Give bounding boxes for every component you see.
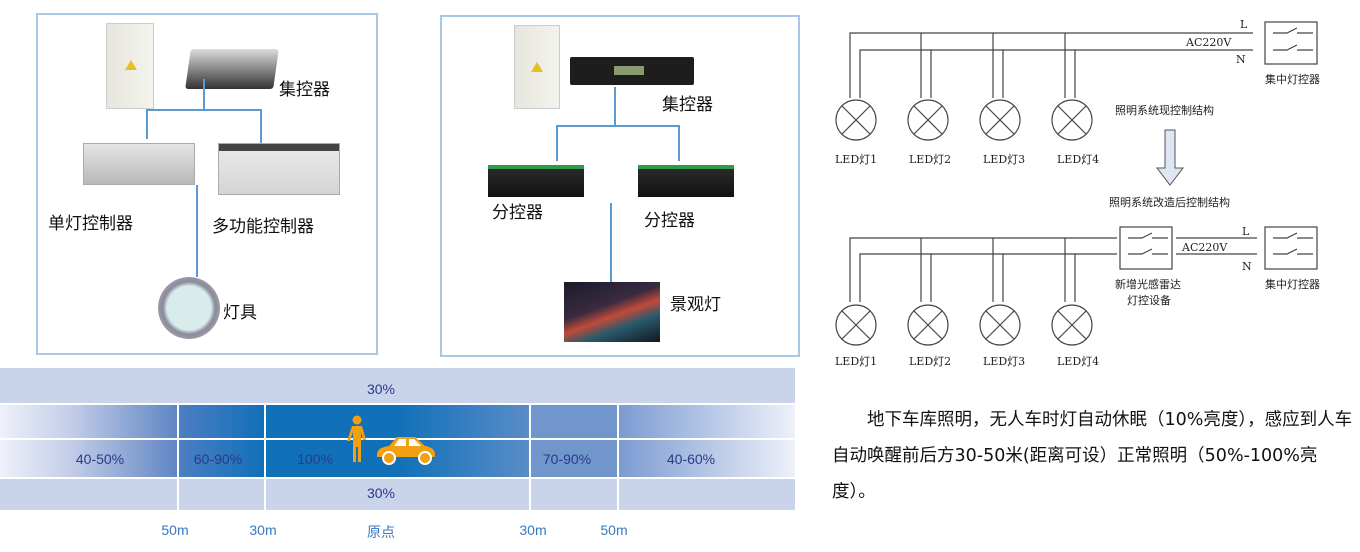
landscape-topology-panel: 集控器 分控器 分控器 景观灯 <box>440 15 800 357</box>
voltage-label: AC220V <box>1181 241 1228 254</box>
central-controller-label: 集控器 <box>279 80 330 99</box>
central-controller-image <box>570 57 694 85</box>
zone-label: 60-90% <box>193 451 243 467</box>
current-structure-title: 照明系统现控制结构 <box>1115 103 1214 117</box>
single-lamp-controller-label: 单灯控制器 <box>48 214 133 233</box>
lamp-label: LED灯2 <box>909 355 951 368</box>
lamp-label: LED灯4 <box>1057 355 1099 368</box>
lamp-symbol-icon <box>835 99 877 141</box>
retrofit-structure-title: 照明系统改造后控制结构 <box>1109 195 1230 209</box>
zone-label: 100% <box>297 451 333 467</box>
description-text: 地下车库照明，无人车时灯自动休眠（10%亮度），感应到人车自动唤醒前后方30-5… <box>832 410 1353 502</box>
voltage-label: AC220V <box>1185 36 1232 49</box>
axis-label-origin: 原点 <box>367 524 395 540</box>
central-controller-label: 集控器 <box>662 95 713 114</box>
new-device-label: 新增光感雷达 <box>1115 277 1181 291</box>
top-zone-label: 30% <box>366 381 396 397</box>
lamp-label: LED灯4 <box>1057 153 1099 166</box>
multi-function-controller-image <box>218 143 340 195</box>
lamp-symbol-icon <box>979 304 1021 346</box>
lamp-label: LED灯3 <box>983 355 1025 368</box>
lamp-label: LED灯1 <box>835 153 877 166</box>
axis-label: 50m <box>600 522 628 538</box>
controller-topology-panel: 集控器 单灯控制器 多功能控制器 灯具 <box>36 13 378 355</box>
live-label: L <box>1242 225 1250 238</box>
axis-label: 30m <box>519 522 547 538</box>
sub-controller-2-label: 分控器 <box>644 211 695 230</box>
single-lamp-controller-image <box>83 143 195 185</box>
sub-controller-image <box>638 165 734 197</box>
car-icon <box>377 437 435 465</box>
central-switch-label: 集中灯控器 <box>1265 277 1320 291</box>
lamp-symbol-icon <box>835 304 877 346</box>
lamp-fixture-image <box>158 277 220 339</box>
multi-function-controller-label: 多功能控制器 <box>212 217 314 236</box>
neutral-label: N <box>1236 53 1246 66</box>
lamp-label: LED灯3 <box>983 153 1025 166</box>
landscape-light-label: 景观灯 <box>670 295 721 314</box>
down-arrow-icon <box>1155 129 1185 186</box>
lamp-symbol-icon <box>1051 304 1093 346</box>
central-switch-label: 集中灯控器 <box>1265 72 1320 86</box>
zone-label: 40-60% <box>666 451 716 467</box>
neutral-label: N <box>1242 260 1252 273</box>
new-device-label: 灯控设备 <box>1127 293 1171 307</box>
lamp-label: 灯具 <box>223 303 257 322</box>
zone-label: 40-50% <box>75 451 125 467</box>
lamp-label: LED灯2 <box>909 153 951 166</box>
bottom-zone-label: 30% <box>366 485 396 501</box>
lamp-symbol-icon <box>1051 99 1093 141</box>
zone-label: 70-90% <box>542 451 592 467</box>
landscape-light-image <box>564 282 660 342</box>
cabinet-image <box>514 25 560 109</box>
central-controller-image <box>185 49 279 89</box>
lamp-label: LED灯1 <box>835 355 877 368</box>
lamp-symbol-icon <box>907 99 949 141</box>
axis-label: 50m <box>161 522 189 538</box>
axis-label: 30m <box>249 522 277 538</box>
lamp-symbol-icon <box>907 304 949 346</box>
sub-controller-image <box>488 165 584 197</box>
lamp-symbol-icon <box>979 99 1021 141</box>
wiring-diagram: L AC220V N 集中灯控器 照明系统现控制结构 照明系统改造后控制结构 L… <box>835 18 1320 368</box>
live-label: L <box>1240 18 1248 31</box>
sub-controller-1-label: 分控器 <box>492 203 543 222</box>
pedestrian-icon <box>347 415 366 462</box>
cabinet-image <box>106 23 154 109</box>
